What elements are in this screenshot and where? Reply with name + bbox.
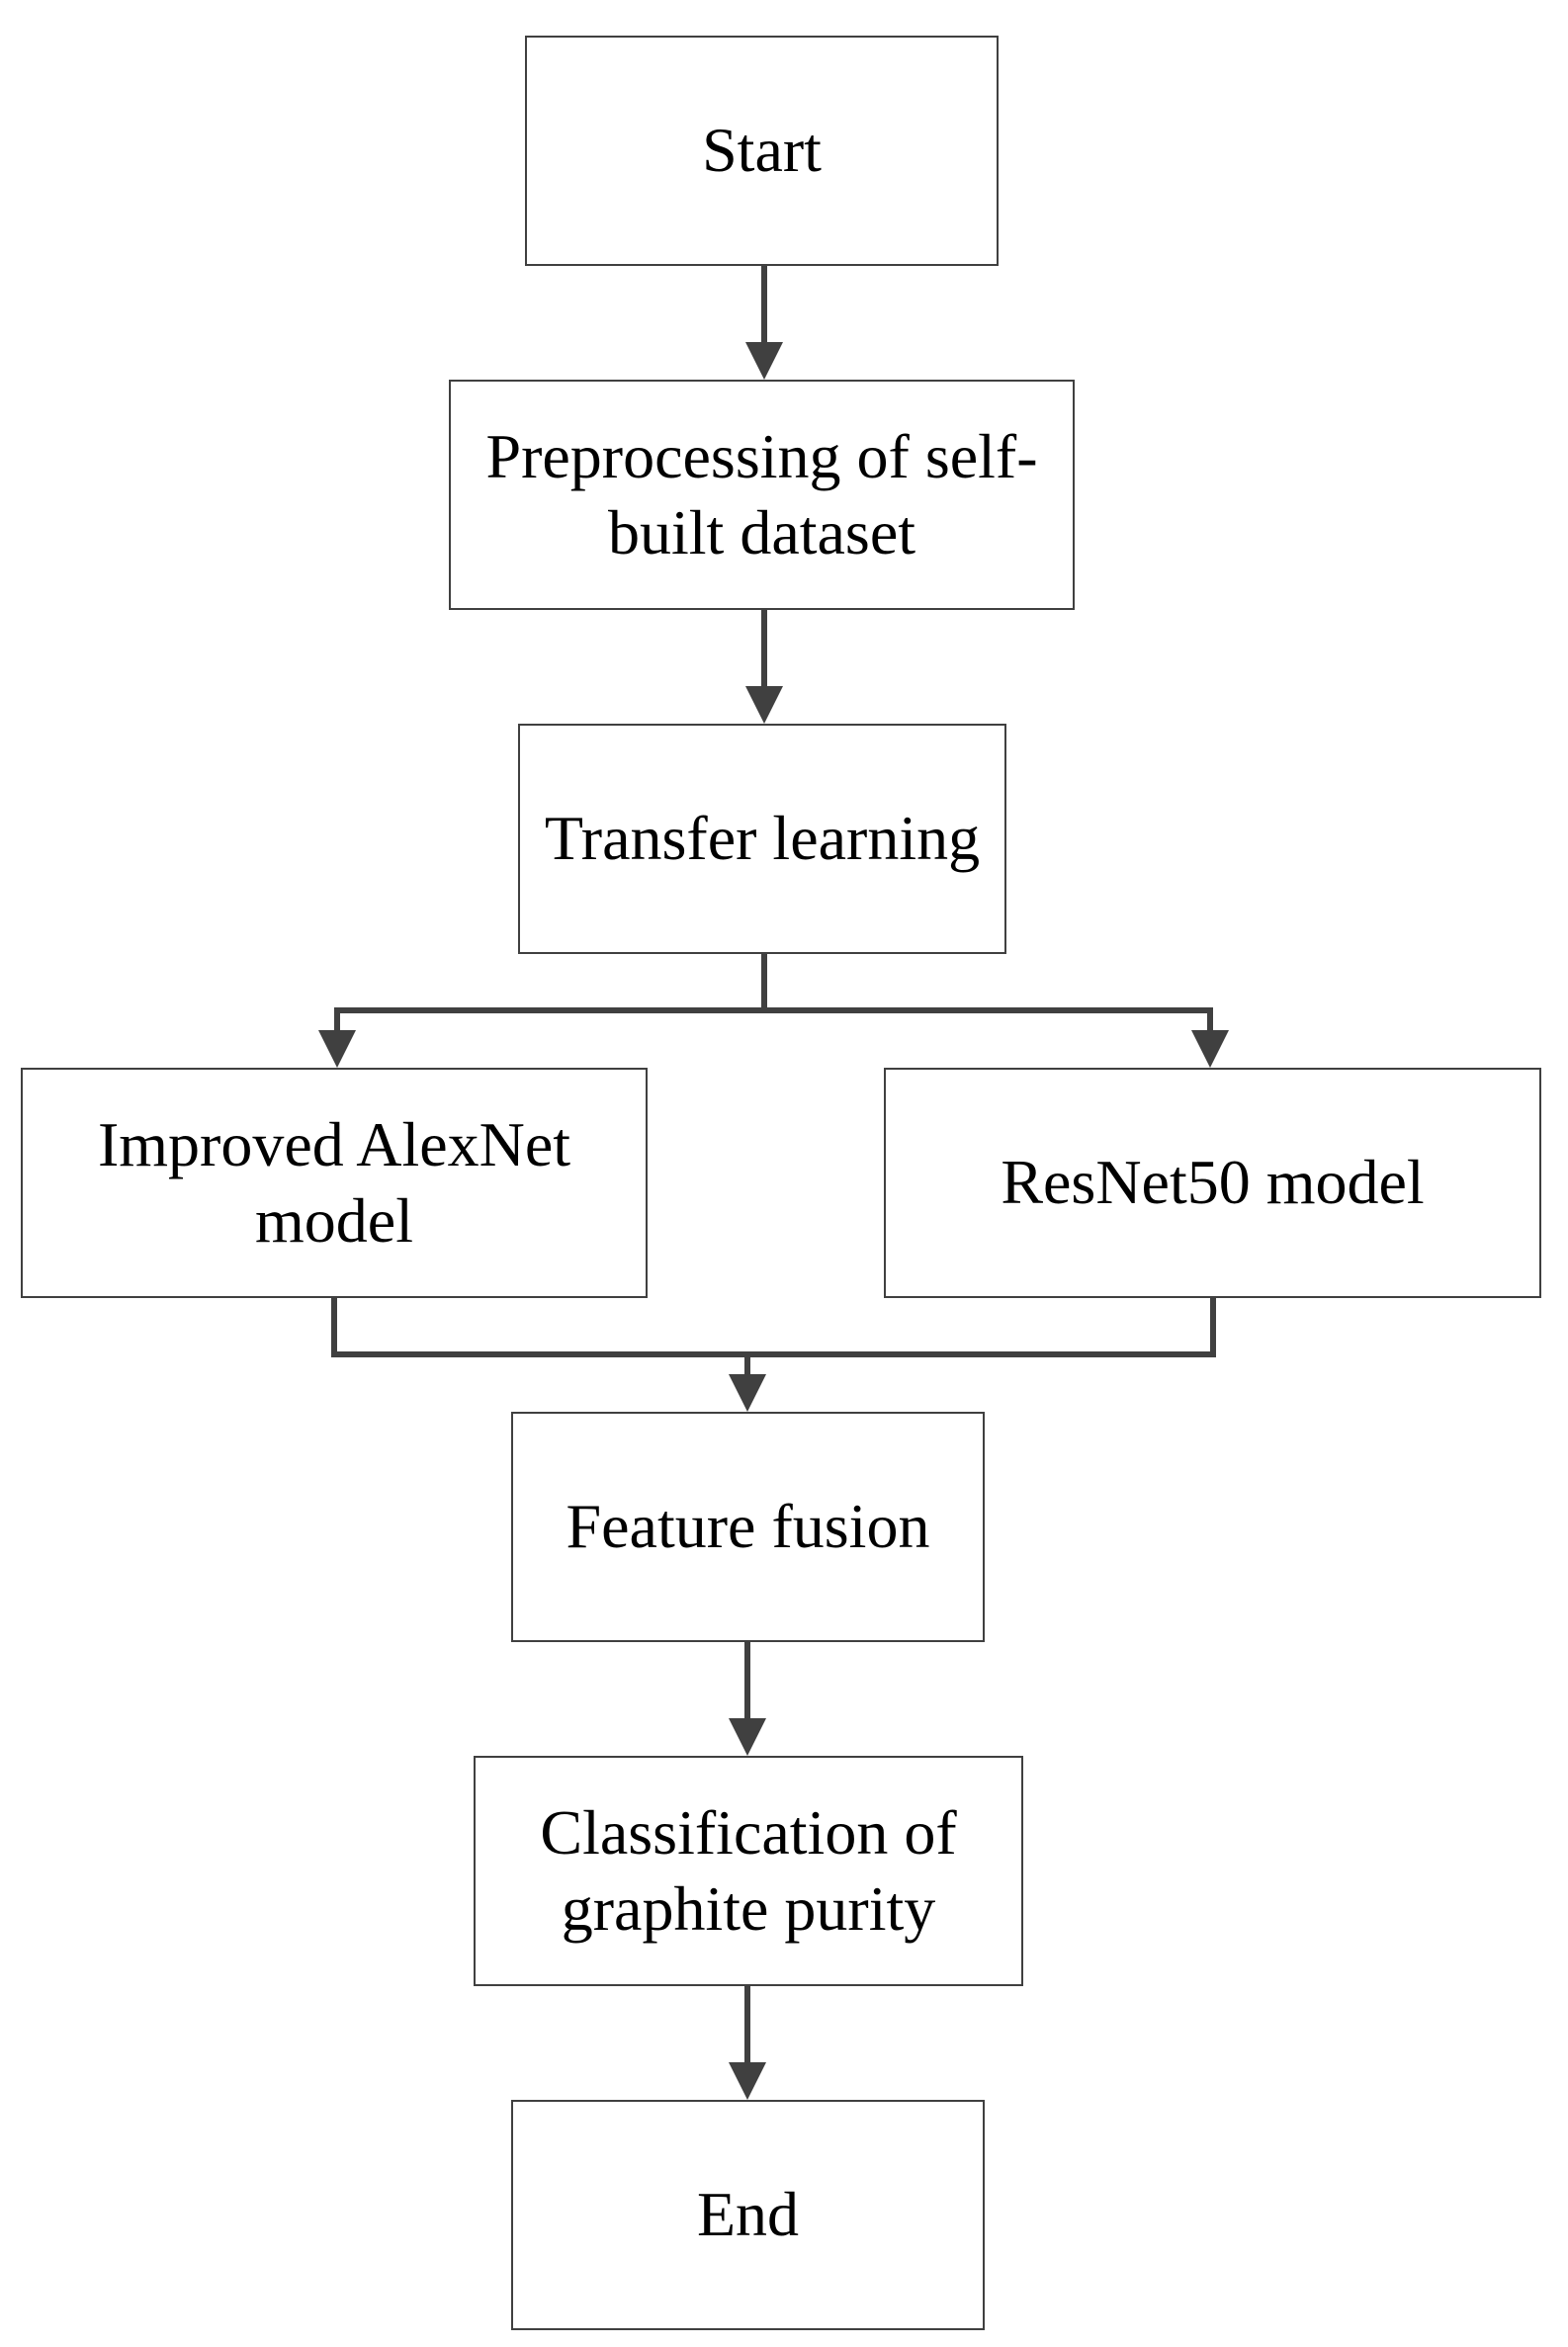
- resnet50-node: ResNet50 model: [884, 1068, 1541, 1298]
- improved-alexnet-node: Improved AlexNet model: [21, 1068, 648, 1298]
- preprocessing-label: Preprocessing of self-built dataset: [485, 420, 1038, 567]
- classification-label: Classification of graphite purity: [540, 1796, 957, 1944]
- end-node: End: [511, 2100, 985, 2330]
- arrowhead-transfer: [745, 686, 783, 724]
- feature-fusion-label: Feature fusion: [566, 1491, 930, 1562]
- end-label: End: [696, 2179, 800, 2250]
- resnet50-label: ResNet50 model: [1001, 1147, 1425, 1218]
- arrowhead-preprocess: [745, 342, 783, 380]
- improved-alexnet-label: Improved AlexNet model: [97, 1108, 571, 1256]
- transfer-learning-node: Transfer learning: [518, 724, 1006, 954]
- transfer-learning-label: Transfer learning: [544, 803, 981, 874]
- start-label: Start: [702, 115, 822, 186]
- start-node: Start: [525, 36, 999, 266]
- arrowhead-fusion: [729, 1374, 766, 1412]
- arrowhead-alexnet: [318, 1030, 356, 1068]
- classification-node: Classification of graphite purity: [474, 1756, 1023, 1986]
- arrowhead-end: [729, 2062, 766, 2100]
- arrowhead-resnet: [1191, 1030, 1229, 1068]
- feature-fusion-node: Feature fusion: [511, 1412, 985, 1642]
- arrowhead-classify: [729, 1718, 766, 1756]
- preprocessing-node: Preprocessing of self-built dataset: [449, 380, 1075, 610]
